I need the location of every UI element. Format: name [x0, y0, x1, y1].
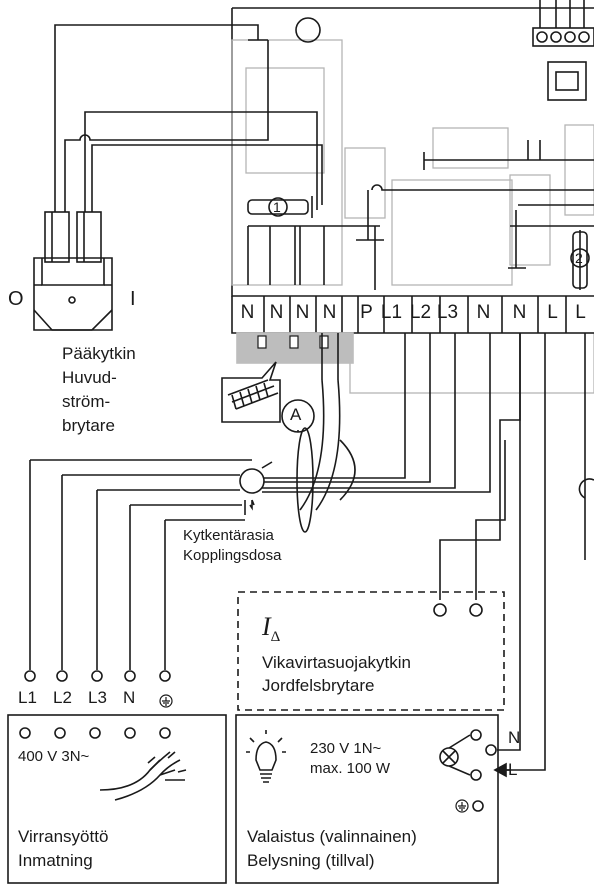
- terminal-label: N: [512, 302, 527, 323]
- terminal-label: L3: [436, 302, 459, 323]
- cable-bundle-icon: [99, 751, 187, 801]
- terminal-label: N: [295, 302, 310, 323]
- rcd-label-sv: Jordfelsbrytare: [262, 676, 375, 695]
- supply-label-sv: Inmatning: [18, 851, 93, 870]
- main-switch-caption-3: ström-: [62, 392, 111, 411]
- switch-on-label: I: [130, 288, 136, 310]
- lamp-icon: [246, 730, 286, 783]
- component-marker-1: 1: [273, 199, 281, 215]
- main-switch-caption-4: brytare: [62, 416, 115, 435]
- terminal-label: N: [269, 302, 284, 323]
- switch-off-label: O: [8, 288, 24, 310]
- earth-icon: [159, 694, 469, 813]
- rj-connector-icon: [532, 0, 594, 101]
- terminal-label: L: [575, 302, 586, 323]
- supply-rating: 400 V 3N~: [18, 748, 90, 765]
- junction-box-label-sv: Kopplingsdosa: [183, 547, 282, 564]
- terminal-label: L: [547, 302, 558, 323]
- lighting-rating-1: 230 V 1N~: [310, 740, 382, 757]
- terminal-label: N: [322, 302, 337, 323]
- terminal-label: L1: [380, 302, 403, 323]
- rcd-label-fi: Vikavirtasuojakytkin: [262, 653, 411, 672]
- ammeter-label: A: [290, 405, 302, 424]
- output-terminal-l: L: [508, 760, 518, 779]
- terminal-label: N: [240, 302, 255, 323]
- lighting-rating-2: max. 100 W: [310, 760, 391, 777]
- terminal-label: L2: [409, 302, 432, 323]
- lighting-box: [235, 714, 499, 884]
- main-switch-icon: [33, 211, 113, 331]
- lamp-socket-icon: [439, 729, 482, 781]
- junction-box-icon: [239, 468, 265, 494]
- supply-box: [7, 714, 227, 884]
- lighting-label-fi: Valaistus (valinnainen): [247, 827, 417, 846]
- supply-label-fi: Virransyöttö: [18, 827, 109, 846]
- supply-terminal-l3: L3: [88, 688, 107, 707]
- lighting-label-sv: Belysning (tillval): [247, 851, 375, 870]
- component-marker-2: 2: [575, 250, 583, 266]
- supply-terminal-n: N: [123, 688, 136, 707]
- main-switch-caption-2: Huvud-: [62, 368, 117, 387]
- junction-box-label-fi: Kytkentärasia: [183, 527, 274, 544]
- supply-terminal-l2: L2: [53, 688, 72, 707]
- output-terminal-n: N: [508, 728, 521, 747]
- supply-terminal-l1: L1: [18, 688, 37, 707]
- rcd-box: [237, 591, 505, 711]
- terminal-label: P: [360, 302, 373, 323]
- terminal-block-frame: [231, 296, 594, 334]
- main-switch-caption-1: Pääkytkin: [62, 344, 136, 363]
- terminal-label: N: [476, 302, 491, 323]
- rcd-symbol: IΔ: [262, 612, 281, 646]
